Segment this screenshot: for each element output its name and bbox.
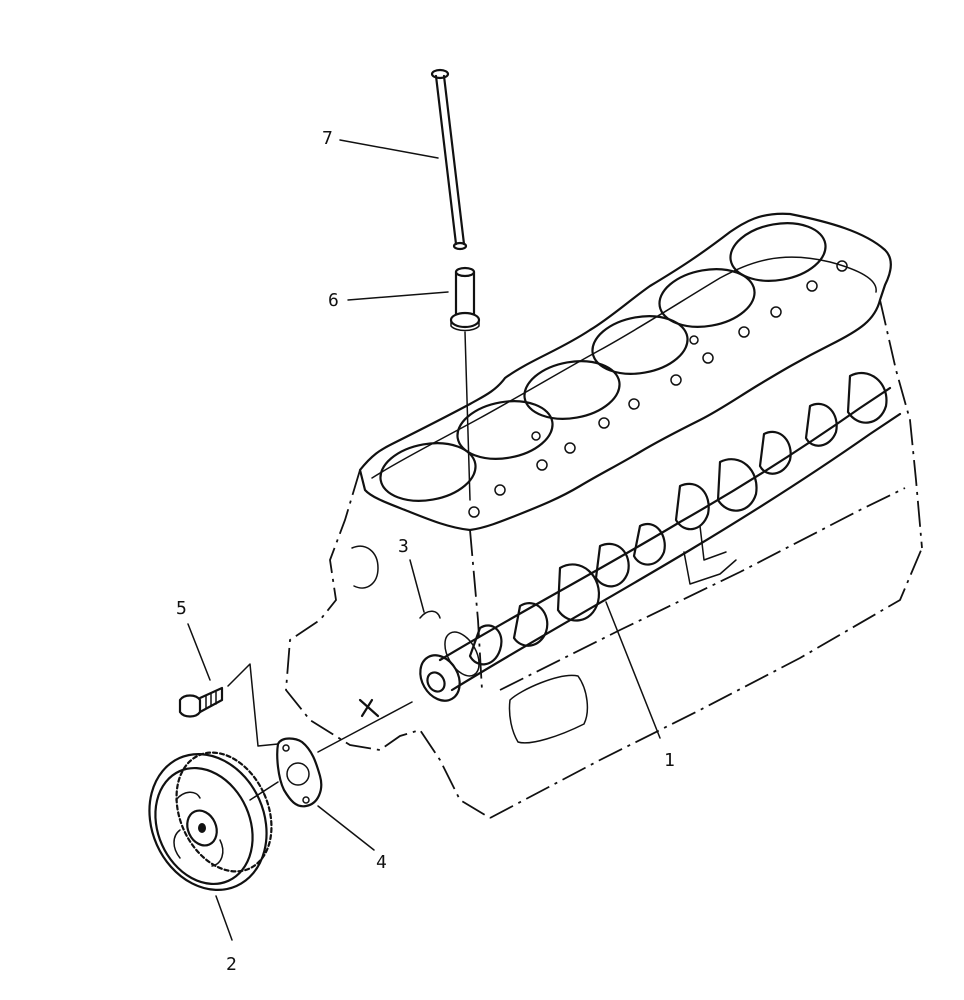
cam-lobe xyxy=(758,430,792,475)
thrust-plate xyxy=(276,737,323,808)
bolt-hole xyxy=(598,417,610,429)
push-rod xyxy=(430,68,468,251)
cylinder-bore-1 xyxy=(379,442,477,502)
bolt-thread xyxy=(205,691,217,709)
camshaft-nose-bore xyxy=(426,671,446,693)
bolt-hole xyxy=(689,335,699,345)
leader-line-2 xyxy=(215,895,233,941)
tappet xyxy=(449,266,481,332)
callout-4: 4 xyxy=(376,852,387,873)
cam-lobe xyxy=(632,523,666,566)
cylinder-bore-3 xyxy=(523,360,621,420)
block-rail-line xyxy=(499,487,906,691)
bolt-hole xyxy=(670,374,682,386)
bolt-head xyxy=(178,694,202,718)
camshaft-shaft xyxy=(438,386,892,662)
callout-7: 7 xyxy=(322,128,333,149)
block-cutaway-mark xyxy=(358,698,380,718)
gear-web-opening xyxy=(211,839,224,867)
tappet-foot-side xyxy=(450,319,480,332)
thrust-plate-outline xyxy=(276,737,323,808)
assembly-line-gear xyxy=(249,701,413,801)
bolt-hole xyxy=(536,459,548,471)
bolt xyxy=(178,686,224,718)
block-bottom-edge xyxy=(489,547,923,819)
block-side-boss-2 xyxy=(699,525,727,561)
cam-lobe xyxy=(594,542,630,588)
bolt-hole xyxy=(564,442,576,454)
thrust-plate-hole xyxy=(286,762,310,786)
gear-teeth-band xyxy=(175,751,273,873)
bolt-hole xyxy=(806,280,818,292)
cylinder-bore-4 xyxy=(591,315,689,375)
leader-line-4 xyxy=(317,805,375,851)
block-side-boss xyxy=(683,551,737,585)
thrust-plate-bolt-hole xyxy=(302,796,310,804)
bolt-hole xyxy=(468,506,480,518)
callout-1: 1 xyxy=(664,750,675,771)
thrust-plate-bolt-hole xyxy=(282,744,290,752)
camshaft-nose-flange xyxy=(444,631,480,677)
bolt-hole xyxy=(494,484,506,496)
camshaft-shaft-lower xyxy=(450,412,902,692)
cylinder-bore-2 xyxy=(456,400,554,460)
assembly-line-tappet xyxy=(464,331,471,501)
leader-line-3 xyxy=(409,559,425,613)
cylinder-bore-5 xyxy=(658,268,756,328)
block-top-deck xyxy=(358,212,892,532)
cam-lobe xyxy=(556,563,601,622)
block-front-face xyxy=(285,469,491,819)
push-rod-bottom-ball xyxy=(452,241,468,251)
block-front-opening xyxy=(351,545,379,589)
bolt-hole xyxy=(531,431,541,441)
tappet-body xyxy=(454,270,476,316)
head-bolt-holes xyxy=(468,260,848,518)
gear-web-opening xyxy=(173,829,181,859)
callout-6: 6 xyxy=(328,290,339,311)
assembly-line-bolt xyxy=(227,663,279,747)
block-groove-mark xyxy=(419,610,441,619)
push-rod-top-ball xyxy=(430,68,450,80)
bolt-hole xyxy=(770,306,782,318)
tappet-foot xyxy=(449,311,481,329)
gear-rim-outer xyxy=(148,753,268,891)
cam-lobe xyxy=(468,624,503,666)
engine-block xyxy=(285,212,923,819)
bolt-hole xyxy=(702,352,714,364)
bolt-hole xyxy=(628,398,640,410)
camshaft-gear xyxy=(148,751,273,891)
gear-bore xyxy=(198,823,206,833)
tappet-top xyxy=(454,266,476,278)
gear-rim-inner xyxy=(154,766,254,886)
leader-line-6 xyxy=(347,291,449,301)
callout-3: 3 xyxy=(398,536,409,557)
block-lower-panel xyxy=(508,674,589,744)
cam-lobe xyxy=(804,402,838,447)
block-crease-line xyxy=(469,529,483,691)
camshaft-lobes xyxy=(468,371,888,666)
cylinder-bores xyxy=(379,222,827,502)
camshaft-nose xyxy=(419,654,461,702)
leader-line-5 xyxy=(187,623,211,681)
callout-labels: 1 2 3 4 5 6 7 xyxy=(176,128,675,975)
push-rod-shaft xyxy=(434,74,466,246)
callout-2: 2 xyxy=(226,954,237,975)
cam-lobe xyxy=(512,602,549,647)
bolt-hole xyxy=(738,326,750,338)
cam-lobe xyxy=(716,458,758,512)
bolt-hole xyxy=(836,260,848,272)
cam-lobe xyxy=(674,482,710,531)
camshaft xyxy=(419,371,902,702)
gear-web-opening xyxy=(175,791,201,801)
leader-line-1 xyxy=(605,601,661,739)
callout-5: 5 xyxy=(176,598,187,619)
gear-hub xyxy=(186,809,218,847)
leader-lines xyxy=(187,139,661,941)
cylinder-bore-6 xyxy=(729,222,827,282)
leader-line-7 xyxy=(339,139,439,159)
cam-lobe xyxy=(846,371,888,424)
block-right-edge xyxy=(879,299,923,549)
